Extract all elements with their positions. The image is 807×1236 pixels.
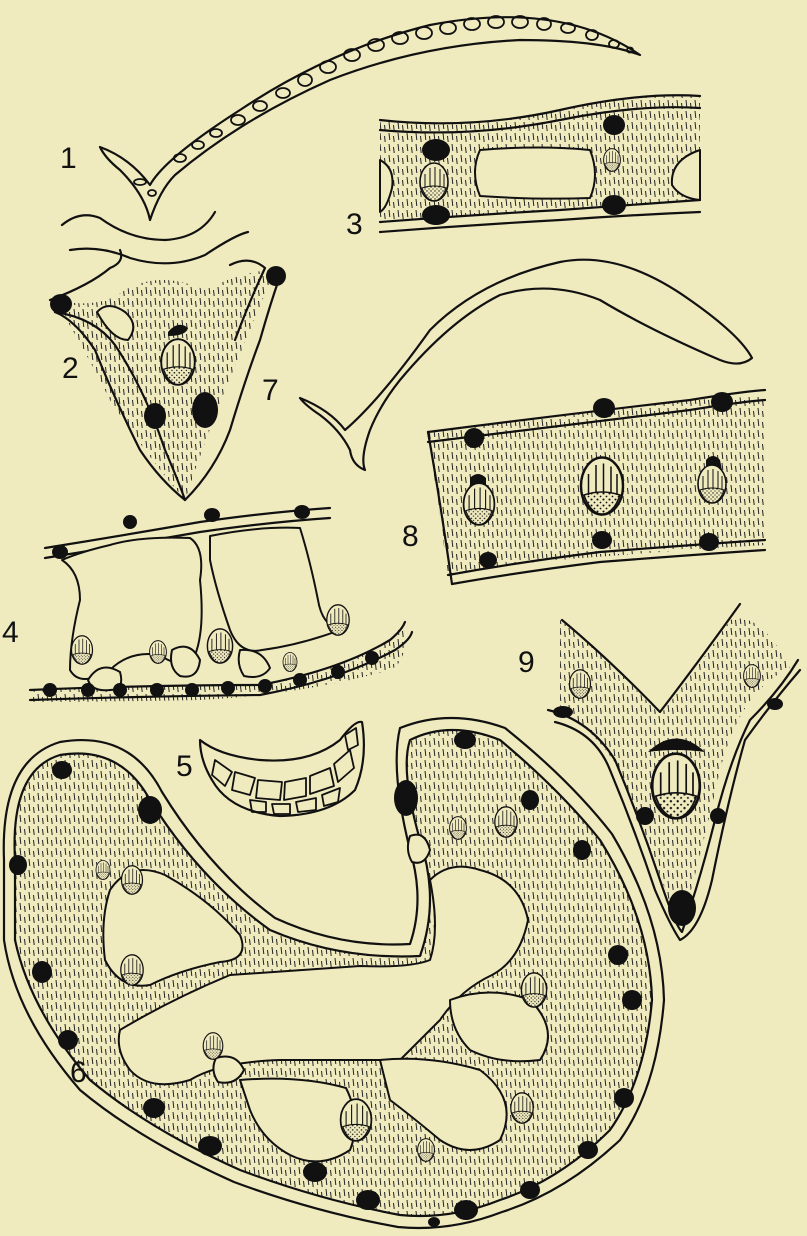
figure-9-label: 9 (518, 646, 535, 679)
figure-5: 5 (176, 722, 364, 816)
figure-7-label: 7 (262, 374, 279, 407)
figure-3-label: 3 (346, 208, 363, 241)
figure-5-label: 5 (176, 750, 193, 783)
figure-8: 8 (402, 390, 765, 584)
figure-8-label: 8 (402, 520, 419, 553)
figure-3: 3 (346, 95, 700, 241)
figure-4-label: 4 (2, 616, 19, 649)
figure-2-label: 2 (62, 352, 79, 385)
figure-6-label: 6 (70, 1056, 87, 1089)
figure-4: 4 (2, 505, 412, 702)
figure-1-label: 1 (60, 142, 77, 175)
figure-2: 2 (50, 212, 286, 500)
figure-6: 6 (4, 718, 664, 1228)
